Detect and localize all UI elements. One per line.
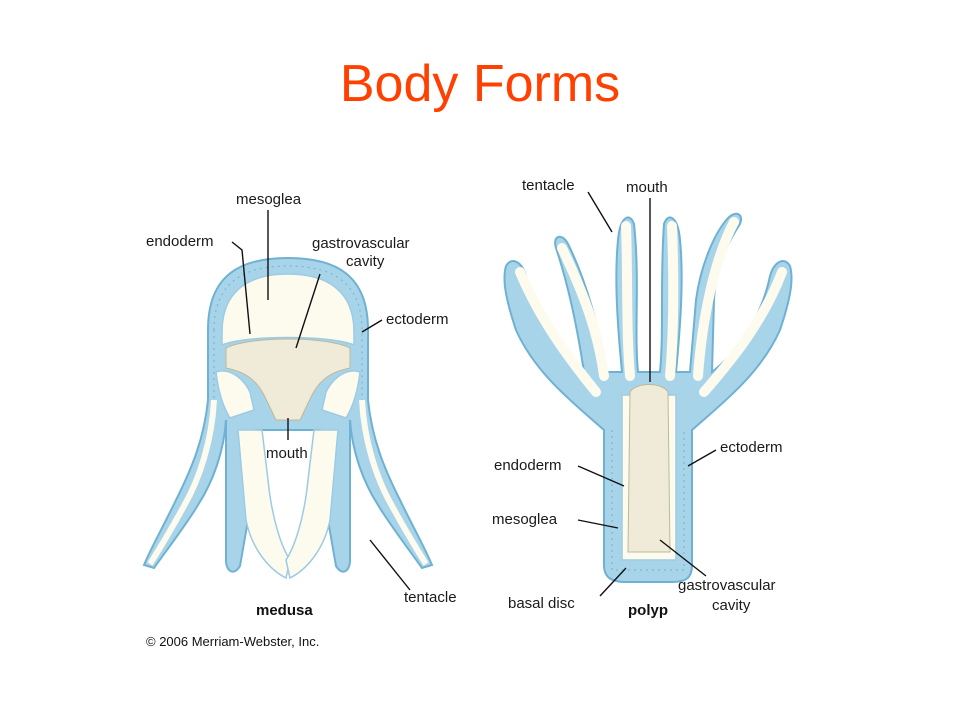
polyp-label-basal-disc: basal disc [508,595,575,612]
medusa-subumbrella-mesoglea-right [321,370,361,419]
polyp-cell-layer [611,430,685,571]
leader-medusa-ectoderm [361,319,383,333]
medusa-leader-lines [231,210,411,591]
medusa-cell-layer [213,265,363,400]
medusa-subumbrella-mesoglea [215,370,255,419]
leader-polyp-endoderm [577,465,625,487]
leader-polyp-gastrovascular [659,539,707,577]
polyp-tentacle-1 [515,267,601,397]
polyp-gastrovascular-cavity [627,384,671,553]
polyp-label-mesoglea: mesoglea [492,511,558,528]
medusa-label-gastrovascular-line2: cavity [346,253,385,270]
polyp-tentacle-3 [621,221,635,381]
slide-title: Body Forms [339,55,621,113]
medusa-label-mouth: mouth [266,445,308,462]
leader-medusa-tentacle [369,539,411,591]
polyp-tentacle-4 [665,221,679,381]
polyp-tentacle-6 [699,267,787,397]
leader-polyp-ectoderm [687,449,717,467]
polyp-caption: polyp [628,602,668,619]
polyp-label-gastrovascular-line1: gastrovascular [678,577,776,594]
medusa-tentacle-right [359,399,429,566]
medusa-tentacle-left [147,399,217,566]
medusa-manubrium-right [285,429,339,580]
leader-medusa-gastrovascular [295,273,321,349]
leader-medusa-endoderm [231,241,251,335]
leader-polyp-basal-disc [599,567,627,597]
leader-polyp-tentacle [587,191,613,233]
medusa-illustration [142,256,434,580]
leader-polyp-mesoglea [577,519,619,529]
medusa-label-gastrovascular-line1: gastrovascular [312,235,410,252]
polyp-label-ectoderm: ectoderm [720,439,783,456]
medusa-label-ectoderm: ectoderm [386,311,449,328]
polyp-label-gastrovascular-line2: cavity [712,597,751,614]
medusa-mesoglea [221,273,355,347]
medusa-caption: medusa [256,602,313,619]
polyp-tentacle-5 [693,217,739,381]
polyp-tentacle-2 [557,243,609,381]
medusa-label-tentacle: tentacle [404,589,457,606]
copyright-notice: © 2006 Merriam-Webster, Inc. [146,634,319,649]
polyp-label-endoderm: endoderm [494,457,562,474]
medusa-label-mesoglea: mesoglea [236,191,302,208]
polyp-label-mouth: mouth [626,179,668,196]
medusa-gastrovascular-cavity [225,338,351,421]
polyp-label-tentacle: tentacle [522,177,575,194]
polyp-leader-lines [577,191,717,597]
polyp-illustration [503,212,793,583]
medusa-label-endoderm: endoderm [146,233,214,250]
